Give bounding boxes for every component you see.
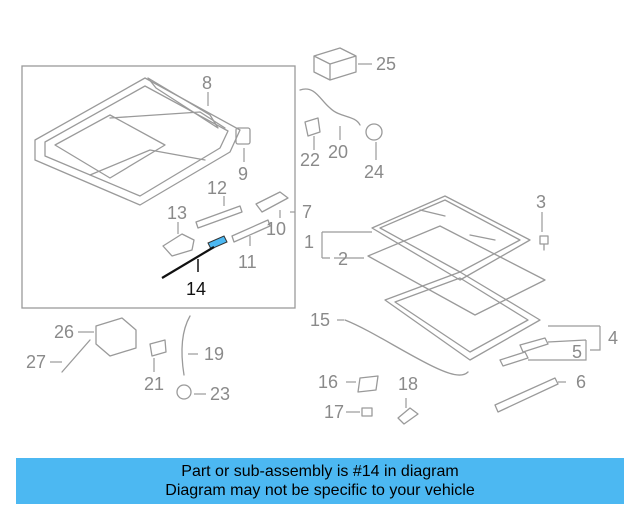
banner-line-1: Part or sub-assembly is #14 in diagram	[181, 463, 459, 480]
callout-27[interactable]: 27	[26, 352, 46, 372]
sunroof-frame	[384, 271, 541, 361]
callout-11[interactable]: 11	[238, 252, 257, 272]
part-3-screw	[539, 235, 549, 251]
callout-13[interactable]: 13	[167, 203, 187, 223]
callout-2[interactable]: 2	[338, 249, 348, 269]
callout-4[interactable]: 4	[608, 328, 618, 348]
callout-21[interactable]: 21	[144, 374, 164, 394]
part-8-strip	[147, 77, 219, 129]
part-18-bracket	[397, 407, 419, 425]
callout-25[interactable]: 25	[376, 54, 396, 74]
callout-19[interactable]: 19	[204, 344, 224, 364]
callout-9[interactable]: 9	[238, 164, 248, 184]
part-13-clip	[162, 233, 195, 257]
part-14-highlighted	[207, 235, 228, 250]
part-9-bracket	[235, 127, 251, 145]
part-11-rail	[231, 219, 271, 243]
detail-inset-box	[21, 65, 296, 309]
part-14-leader	[161, 246, 215, 279]
callout-26[interactable]: 26	[54, 322, 74, 342]
part-25-box	[313, 47, 357, 81]
part-16-pad	[357, 375, 379, 393]
part-26-motor	[95, 317, 137, 357]
glass-panel-assembly	[371, 195, 531, 281]
callout-10[interactable]: 10	[266, 219, 286, 239]
callout-7[interactable]: 7	[302, 202, 312, 222]
part-2-seal	[367, 225, 546, 316]
callout-16[interactable]: 16	[318, 372, 338, 392]
part-17-plug	[361, 407, 373, 417]
part-21-clip	[149, 339, 167, 357]
part-12-rail	[195, 205, 243, 229]
sunroof-frame-inset	[34, 77, 241, 206]
callout-5[interactable]: 5	[572, 342, 582, 362]
callout-20[interactable]: 20	[328, 142, 348, 162]
callout-22[interactable]: 22	[300, 150, 320, 170]
part-15-weatherstrip	[344, 319, 469, 376]
part-5-brackets	[499, 337, 549, 367]
part-27-lever	[61, 339, 91, 373]
callout-23[interactable]: 23	[210, 384, 230, 404]
part-22-clip	[304, 117, 321, 137]
callout-12[interactable]: 12	[207, 178, 227, 198]
part-19-drain-hose	[181, 315, 191, 376]
callout-14[interactable]: 14	[186, 279, 206, 299]
part-10-bracket	[255, 191, 289, 213]
callout-17[interactable]: 17	[324, 402, 344, 422]
part-6-rail	[494, 377, 559, 413]
callout-6[interactable]: 6	[576, 372, 586, 392]
info-banner: Part or sub-assembly is #14 in diagram D…	[16, 458, 624, 504]
banner-line-2: Diagram may not be specific to your vehi…	[165, 482, 475, 499]
callout-15[interactable]: 15	[310, 310, 330, 330]
part-20-hose	[299, 88, 361, 126]
callout-8[interactable]: 8	[202, 73, 212, 93]
callout-18[interactable]: 18	[398, 374, 418, 394]
part-24-grommet	[365, 123, 383, 141]
callout-24[interactable]: 24	[364, 162, 384, 182]
part-23-grommet	[176, 384, 192, 400]
callout-3[interactable]: 3	[536, 192, 546, 212]
leader-lines	[50, 63, 601, 413]
callout-1[interactable]: 1	[304, 232, 314, 252]
